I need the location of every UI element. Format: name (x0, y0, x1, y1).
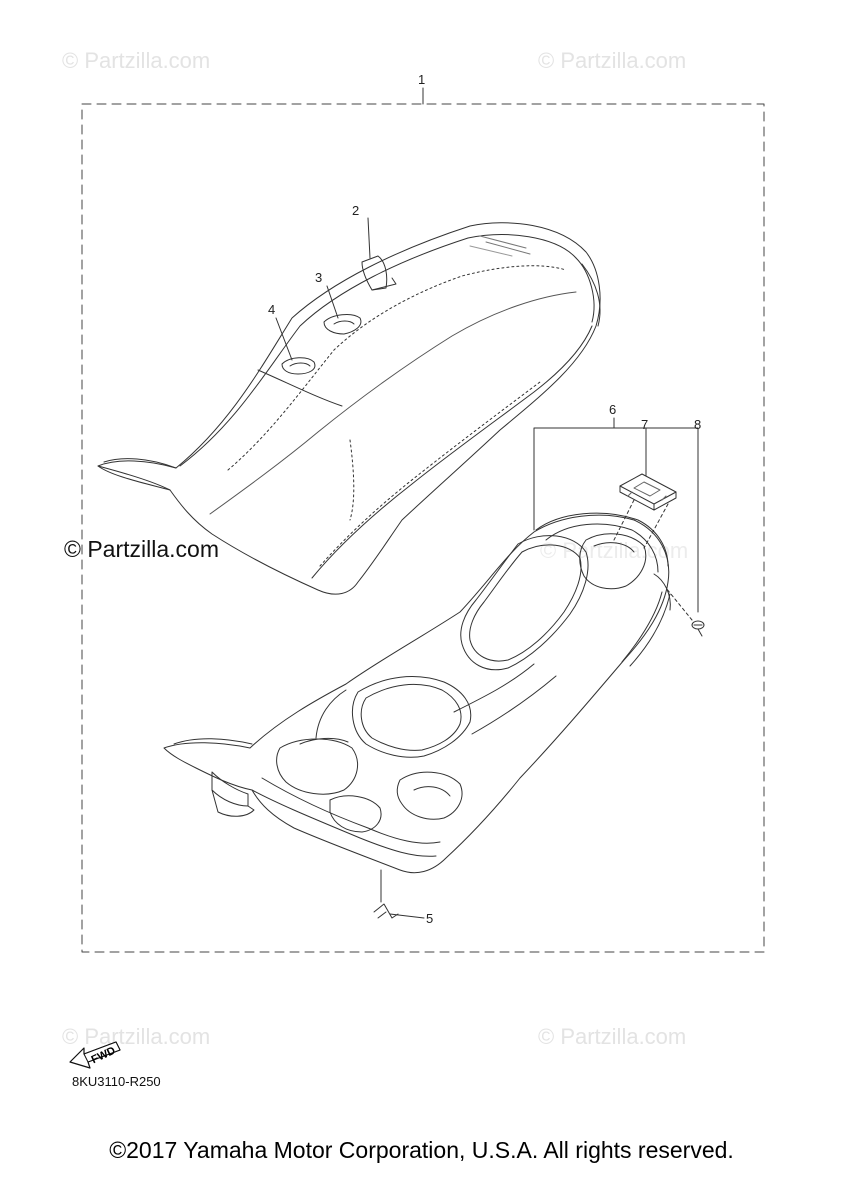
callout-1: 1 (418, 72, 426, 87)
watermark-top-right: © Partzilla.com (538, 48, 687, 73)
leader-3 (326, 285, 339, 319)
watermark-bottom-right: © Partzilla.com (538, 1024, 687, 1049)
part-8-screw (691, 620, 705, 637)
part-7-plate (619, 473, 677, 511)
callout-8: 8 (694, 417, 702, 432)
base-pad-rear (460, 535, 589, 671)
leader-6-bracket (533, 427, 699, 613)
part-3-grommet (323, 314, 362, 335)
callout-6: 6 (609, 402, 617, 417)
watermark-bottom-left: © Partzilla.com (62, 1024, 211, 1049)
copyright-notice: ©2017 Yamaha Motor Corporation, U.S.A. A… (109, 1137, 734, 1163)
watermark-middle-left: © Partzilla.com (64, 536, 219, 562)
leader-2 (367, 217, 371, 259)
callout-2: 2 (352, 203, 360, 218)
seat-base (163, 512, 671, 874)
callout-5: 5 (426, 911, 434, 926)
watermark-middle-right: © Partzilla.com (540, 538, 689, 563)
base-pad-front (351, 676, 472, 758)
callout-4: 4 (268, 302, 276, 317)
leader-5 (389, 913, 425, 919)
seat-assembly (97, 222, 601, 595)
callout-7: 7 (641, 417, 649, 432)
assembly-frame (81, 103, 765, 953)
part-4-grommet (281, 357, 316, 375)
callout-3: 3 (315, 270, 323, 285)
leader-4 (275, 317, 293, 361)
part-7-dash-2 (643, 503, 669, 549)
part-2-strap (361, 255, 397, 291)
diagram-code: 8KU3110-R250 (72, 1074, 161, 1089)
fwd-label: FWD (90, 1045, 118, 1066)
fwd-arrow-icon (69, 1041, 121, 1069)
part-7-dash-1 (613, 499, 635, 541)
part-8-dash (665, 587, 693, 621)
watermark-top-left: © Partzilla.com (62, 48, 211, 73)
part-5-clip (373, 903, 399, 919)
